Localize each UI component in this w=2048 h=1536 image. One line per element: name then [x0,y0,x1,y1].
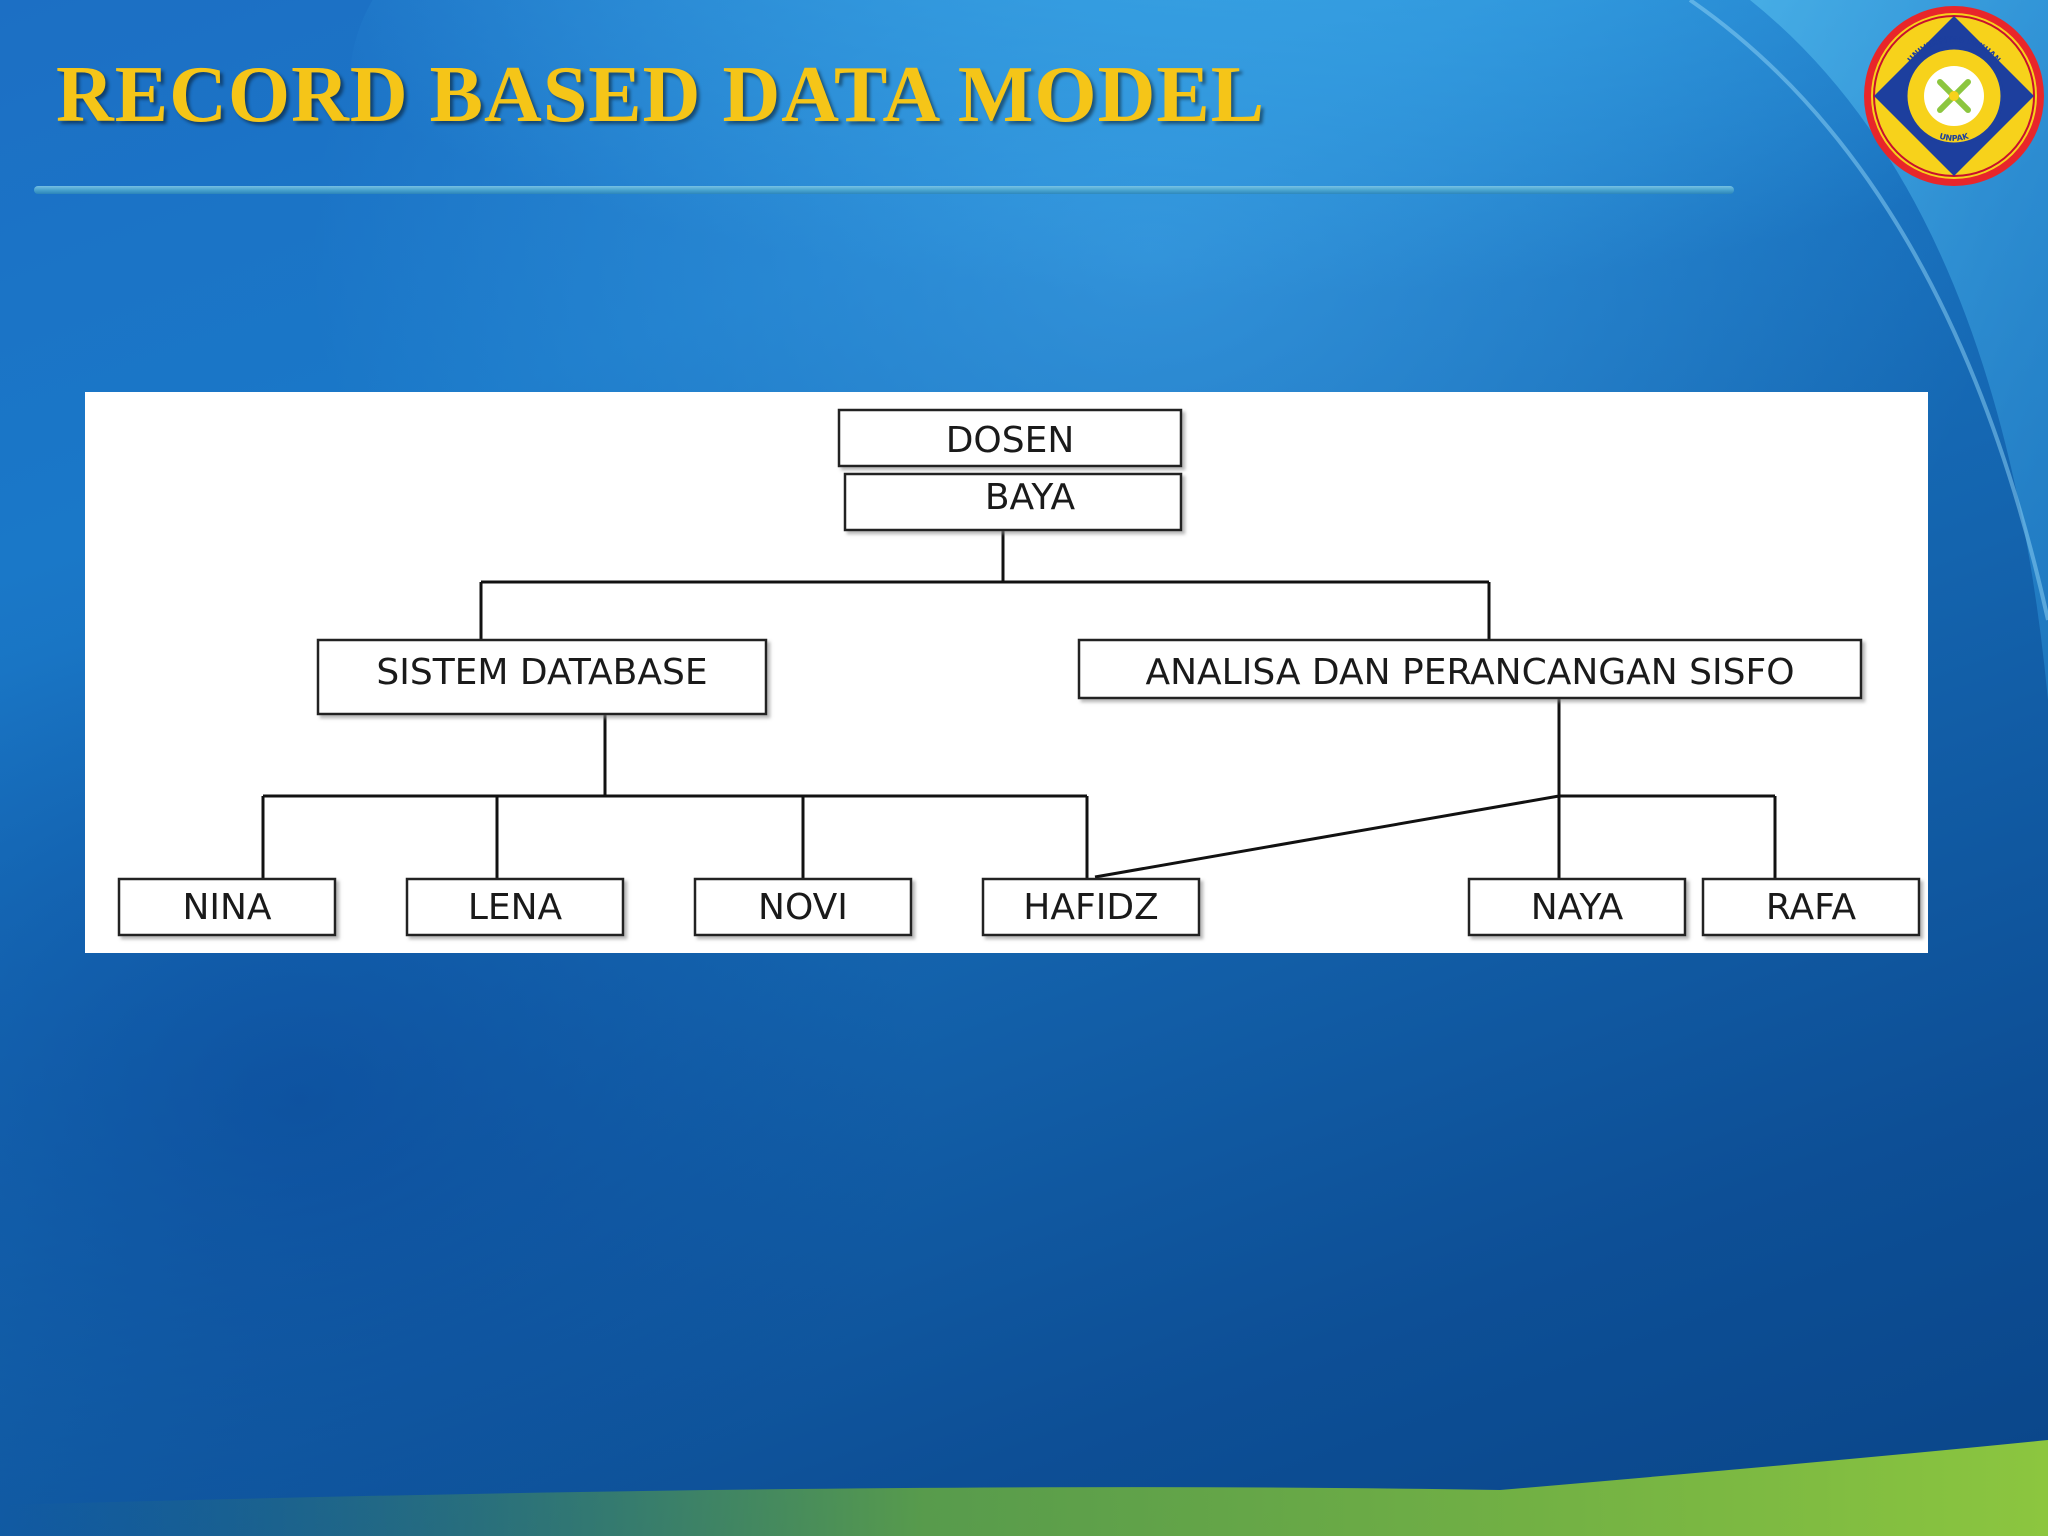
edge-analisa-to-hafidz [1094,794,1560,879]
diagram-edges [261,530,1777,879]
svg-text:UNPAK: UNPAK [1938,131,1970,143]
course-label: SISTEM DATABASE [376,652,707,693]
university-seal-logo: UNIVERSITAS PAKUAN UNPAK [1864,6,2044,186]
student-node-lena: LENA [405,877,625,937]
student-node-rafa: RAFA [1701,877,1921,937]
root-node-baya: BAYA [843,472,1183,532]
course-label: ANALISA DAN PERANCANGAN SISFO [1145,652,1794,693]
root-label-line1: DOSEN [946,420,1075,461]
hierarchy-diagram: DOSEN BAYA SISTEM DATABASE ANALISA DAN P… [117,408,1921,937]
student-label: HAFIDZ [1023,887,1158,928]
student-node-nina: NINA [117,877,337,937]
course-node-sistem-database: SISTEM DATABASE [316,638,768,716]
student-node-hafidz: HAFIDZ [981,877,1201,937]
student-label: NAYA [1531,887,1624,928]
title-underline [34,186,1734,194]
root-label-line2: BAYA [985,477,1076,518]
student-label: LENA [468,887,563,928]
slide-title: RECORD BASED DATA MODEL [56,51,1266,139]
student-label: NINA [182,887,271,928]
student-node-naya: NAYA [1467,877,1687,937]
student-label: RAFA [1766,887,1857,928]
course-node-analisa-perancangan: ANALISA DAN PERANCANGAN SISFO [1077,638,1863,700]
root-node-dosen: DOSEN [837,408,1183,468]
student-node-novi: NOVI [693,877,913,937]
hierarchy-diagram-panel: DOSEN BAYA SISTEM DATABASE ANALISA DAN P… [85,392,1928,953]
student-label: NOVI [758,887,848,928]
